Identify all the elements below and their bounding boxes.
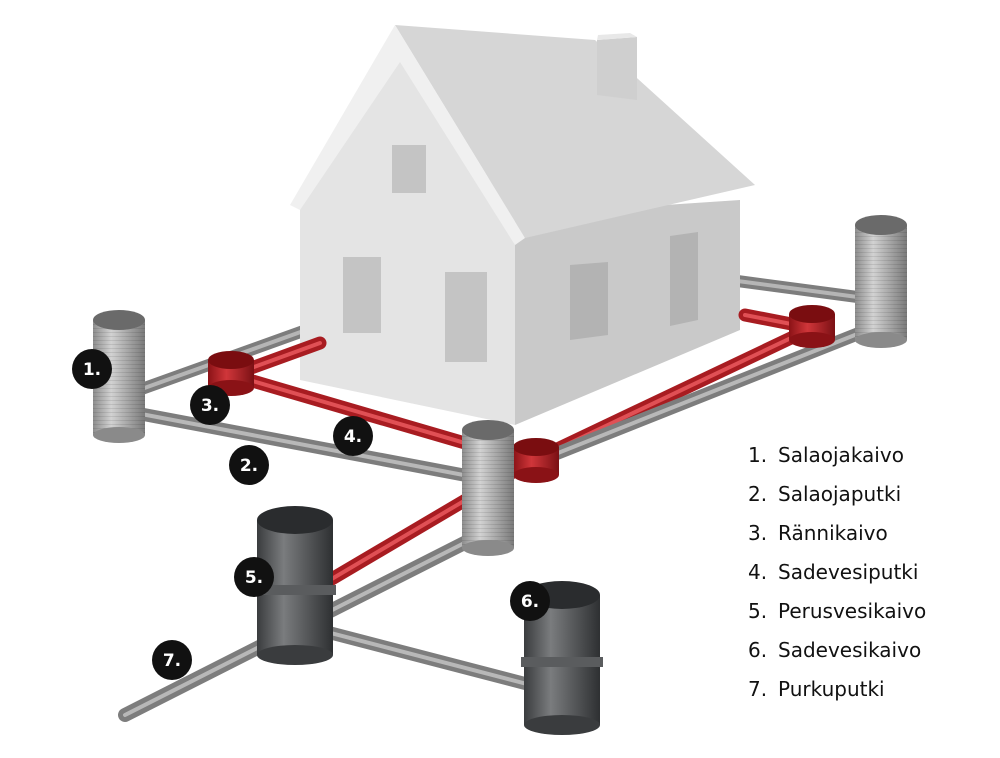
legend-item: 7. Purkuputki — [748, 670, 926, 709]
legend-label: Salaojaputki — [778, 482, 902, 506]
marker-label: 4. — [344, 427, 362, 447]
marker-label: 7. — [163, 651, 181, 671]
house-roof — [395, 25, 755, 238]
house-window — [570, 262, 608, 340]
marker-label: 5. — [245, 568, 263, 588]
house-door — [670, 232, 698, 326]
legend-label: Salaojakaivo — [778, 443, 904, 467]
legend-number: 3. — [748, 521, 768, 545]
gutter-well — [513, 438, 559, 483]
marker-label: 3. — [201, 396, 219, 416]
gutter-well — [789, 305, 835, 348]
legend-label: Rännikaivo — [778, 521, 888, 545]
chimney-top — [597, 33, 637, 40]
legend: 1. Salaojakaivo 2. Salaojaputki 3. Rännikai… — [748, 436, 926, 709]
marker-label: 1. — [83, 360, 101, 380]
legend-item: 1. Salaojakaivo — [748, 436, 926, 475]
gutter-well-3 — [208, 351, 254, 396]
legend-item: 3. Rännikaivo — [748, 514, 926, 553]
marker-1: 1. — [72, 349, 112, 389]
house-window — [392, 145, 426, 193]
marker-6: 6. — [510, 581, 550, 621]
chimney — [597, 37, 637, 100]
marker-4: 4. — [333, 416, 373, 456]
legend-label: Perusvesikaivo — [778, 599, 927, 623]
marker-label: 6. — [521, 592, 539, 612]
legend-label: Sadevesikaivo — [778, 638, 922, 662]
legend-item: 4. Sadevesiputki — [748, 553, 926, 592]
marker-2: 2. — [229, 445, 269, 485]
legend-label: Sadevesiputki — [778, 560, 919, 584]
house-window — [343, 257, 381, 333]
house-roof-edge — [290, 25, 525, 245]
marker-label: 2. — [240, 456, 258, 476]
drain-well — [462, 420, 514, 556]
legend-number: 5. — [748, 599, 768, 623]
legend-item: 5. Perusvesikaivo — [748, 592, 926, 631]
legend-number: 6. — [748, 638, 768, 662]
legend-item: 6. Sadevesikaivo — [748, 631, 926, 670]
legend-number: 1. — [748, 443, 768, 467]
marker-3: 3. — [190, 385, 230, 425]
legend-item: 2. Salaojaputki — [748, 475, 926, 514]
legend-number: 2. — [748, 482, 768, 506]
legend-number: 7. — [748, 677, 768, 701]
house-window — [445, 272, 487, 362]
marker-5: 5. — [234, 557, 274, 597]
marker-7: 7. — [152, 640, 192, 680]
legend-number: 4. — [748, 560, 768, 584]
legend-label: Purkuputki — [778, 677, 885, 701]
house — [290, 25, 755, 425]
drain-well — [855, 215, 907, 348]
